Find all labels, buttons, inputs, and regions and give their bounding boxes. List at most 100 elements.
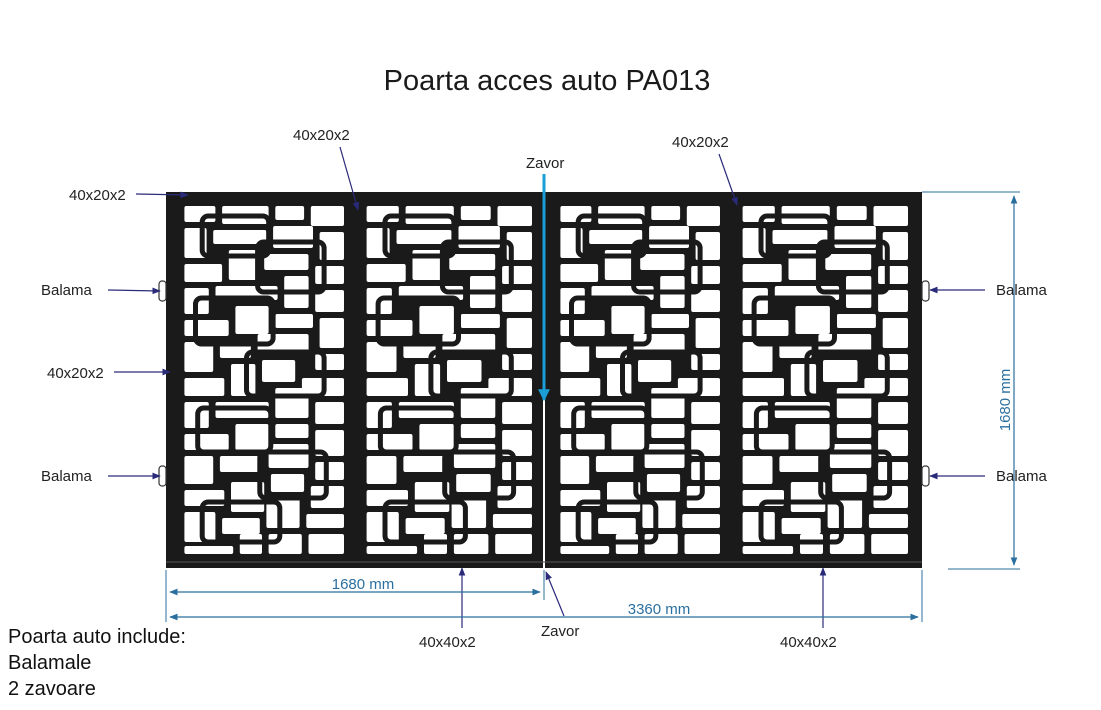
pattern-cutout: [456, 474, 491, 492]
pattern-cutout: [795, 306, 830, 334]
pattern-cutout: [779, 456, 823, 472]
pattern-cutout: [795, 424, 830, 450]
pattern-cutout: [560, 456, 590, 484]
pattern-cutout: [502, 430, 532, 456]
pattern-cutout: [829, 444, 872, 468]
pattern-cutout: [315, 290, 344, 312]
pattern-cutout: [823, 360, 858, 382]
includes-item: 2 zavoare: [8, 678, 96, 700]
pattern-cutout: [871, 534, 908, 554]
pattern-cutout: [638, 360, 672, 382]
pattern-cutout: [492, 514, 532, 528]
pattern-cutout: [873, 486, 908, 508]
pattern-cutout: [366, 342, 397, 372]
pattern-cutout: [878, 430, 908, 456]
pattern-cutout: [184, 434, 229, 450]
pattern-cutout: [611, 424, 645, 450]
pattern-cutout: [266, 498, 300, 528]
pattern-cutout: [836, 424, 872, 438]
pattern-cutout: [235, 424, 269, 450]
pattern-loop: [818, 449, 893, 501]
pattern-cutout: [495, 534, 532, 554]
pattern-cutout: [308, 534, 344, 554]
dimension-total-width-text: 3360 mm: [628, 601, 691, 618]
pattern-cutout: [366, 320, 413, 336]
pattern-cutout: [742, 546, 794, 554]
pattern-loop: [195, 405, 274, 455]
pattern-cutout: [640, 254, 685, 270]
pattern-cutout: [836, 206, 867, 220]
pattern-cutout: [827, 498, 863, 528]
pattern-cutout: [742, 456, 773, 484]
pattern-loop: [758, 499, 844, 545]
pattern-cutout: [219, 456, 262, 472]
pattern-loop: [804, 349, 890, 399]
pattern-cutout: [453, 444, 496, 468]
pattern-cutout: [497, 486, 532, 508]
pattern-cutout: [506, 318, 532, 348]
pattern-cutout: [184, 342, 214, 372]
hinge-left-bottom: [158, 465, 167, 487]
dimension-leaf-width-text: 1680 mm: [332, 576, 395, 593]
pattern-cutout: [502, 354, 532, 370]
callouts: 40x20x2 40x20x2 40x20x2 40x20x2 Balama B…: [41, 127, 1048, 651]
pattern-cutout: [818, 334, 872, 354]
label-latch-top: Zavor: [526, 155, 564, 172]
pattern-cutout: [222, 518, 260, 534]
pattern-cutout: [460, 206, 491, 220]
pattern-cutout: [560, 378, 601, 396]
pattern-cutout: [264, 254, 309, 270]
pattern-loop: [753, 405, 835, 455]
pattern-cutout: [742, 378, 784, 396]
pattern-cutout: [419, 306, 454, 334]
pattern-cutout: [310, 486, 344, 508]
pattern-loop: [569, 295, 652, 347]
pattern-cutout: [414, 364, 441, 396]
pattern-loop: [633, 449, 705, 501]
pattern-cutout: [460, 314, 500, 328]
label-profile-top-center-right: 40x20x2: [672, 134, 729, 151]
pattern-loop: [442, 449, 517, 501]
pattern-cutout: [235, 306, 269, 334]
includes-note: Poarta auto include: Balamale 2 zavoare: [8, 624, 186, 702]
pattern-cutout: [460, 424, 496, 438]
pattern-cutout: [646, 474, 681, 492]
pattern-cutout: [502, 402, 532, 424]
pattern-cutout: [651, 314, 689, 328]
pattern-cutout: [275, 388, 309, 418]
pattern-cutout: [607, 364, 632, 396]
hinge-right-top: [921, 280, 930, 302]
pattern-loop: [257, 449, 329, 501]
label-profile-side-left: 40x20x2: [47, 365, 104, 382]
pattern-cutout: [790, 364, 817, 396]
pattern-cutout: [273, 226, 313, 248]
pattern-loop: [758, 213, 833, 259]
pattern-loop: [382, 499, 468, 545]
pattern-cutout: [691, 290, 720, 312]
pattern-cutout: [315, 430, 344, 456]
pattern-cutout: [649, 226, 689, 248]
pattern-cutout: [878, 266, 908, 284]
pattern-cutout: [257, 334, 309, 354]
pattern-cutout: [502, 462, 532, 480]
pattern-cutout: [275, 206, 305, 220]
pattern-cutout: [447, 360, 482, 382]
pattern-cutout: [460, 388, 496, 418]
pattern-loop: [815, 239, 890, 295]
pattern-cutout: [184, 456, 214, 484]
pattern-cutout: [644, 444, 685, 468]
pattern-cutout: [682, 514, 720, 528]
pattern-loop: [751, 295, 837, 347]
pattern-cutout: [560, 546, 610, 554]
pattern-cutout: [366, 434, 413, 450]
pattern-cutout: [270, 474, 305, 492]
pattern-cutout: [405, 518, 445, 534]
pattern-cutout: [772, 230, 828, 244]
pattern-cutout: [695, 318, 720, 348]
pattern-cutout: [396, 230, 452, 244]
pattern-cutout: [825, 254, 872, 270]
pattern-cutout: [651, 206, 681, 220]
diagram-title: Poarta acces auto PA013: [384, 65, 711, 97]
label-hinge-right-bottom: Balama: [996, 468, 1048, 485]
